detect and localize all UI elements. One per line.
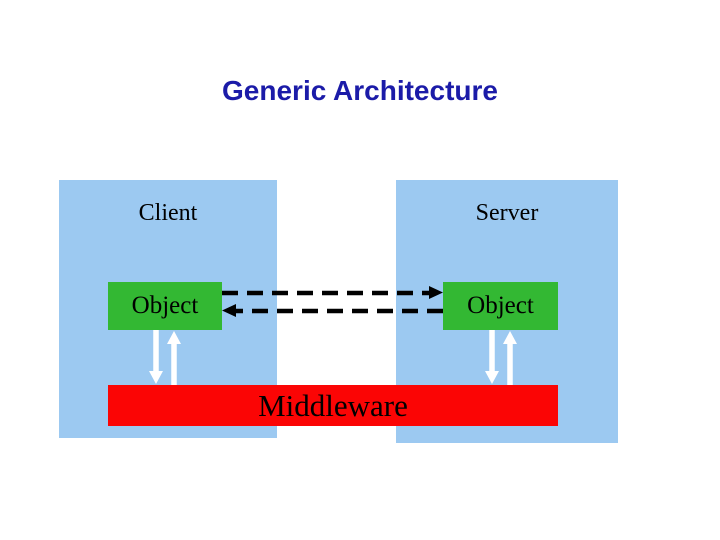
server-panel-label: Server — [475, 200, 539, 226]
middleware-bar: Middleware — [108, 385, 558, 426]
client-panel-label: Client — [138, 200, 198, 226]
middleware-label: Middleware — [258, 387, 408, 423]
slide-title: Generic Architecture — [222, 75, 498, 106]
server-object-box: Object — [443, 282, 558, 330]
client-object-label: Object — [131, 292, 199, 319]
client-object-box: Object — [108, 282, 222, 330]
server-object-label: Object — [467, 292, 534, 319]
